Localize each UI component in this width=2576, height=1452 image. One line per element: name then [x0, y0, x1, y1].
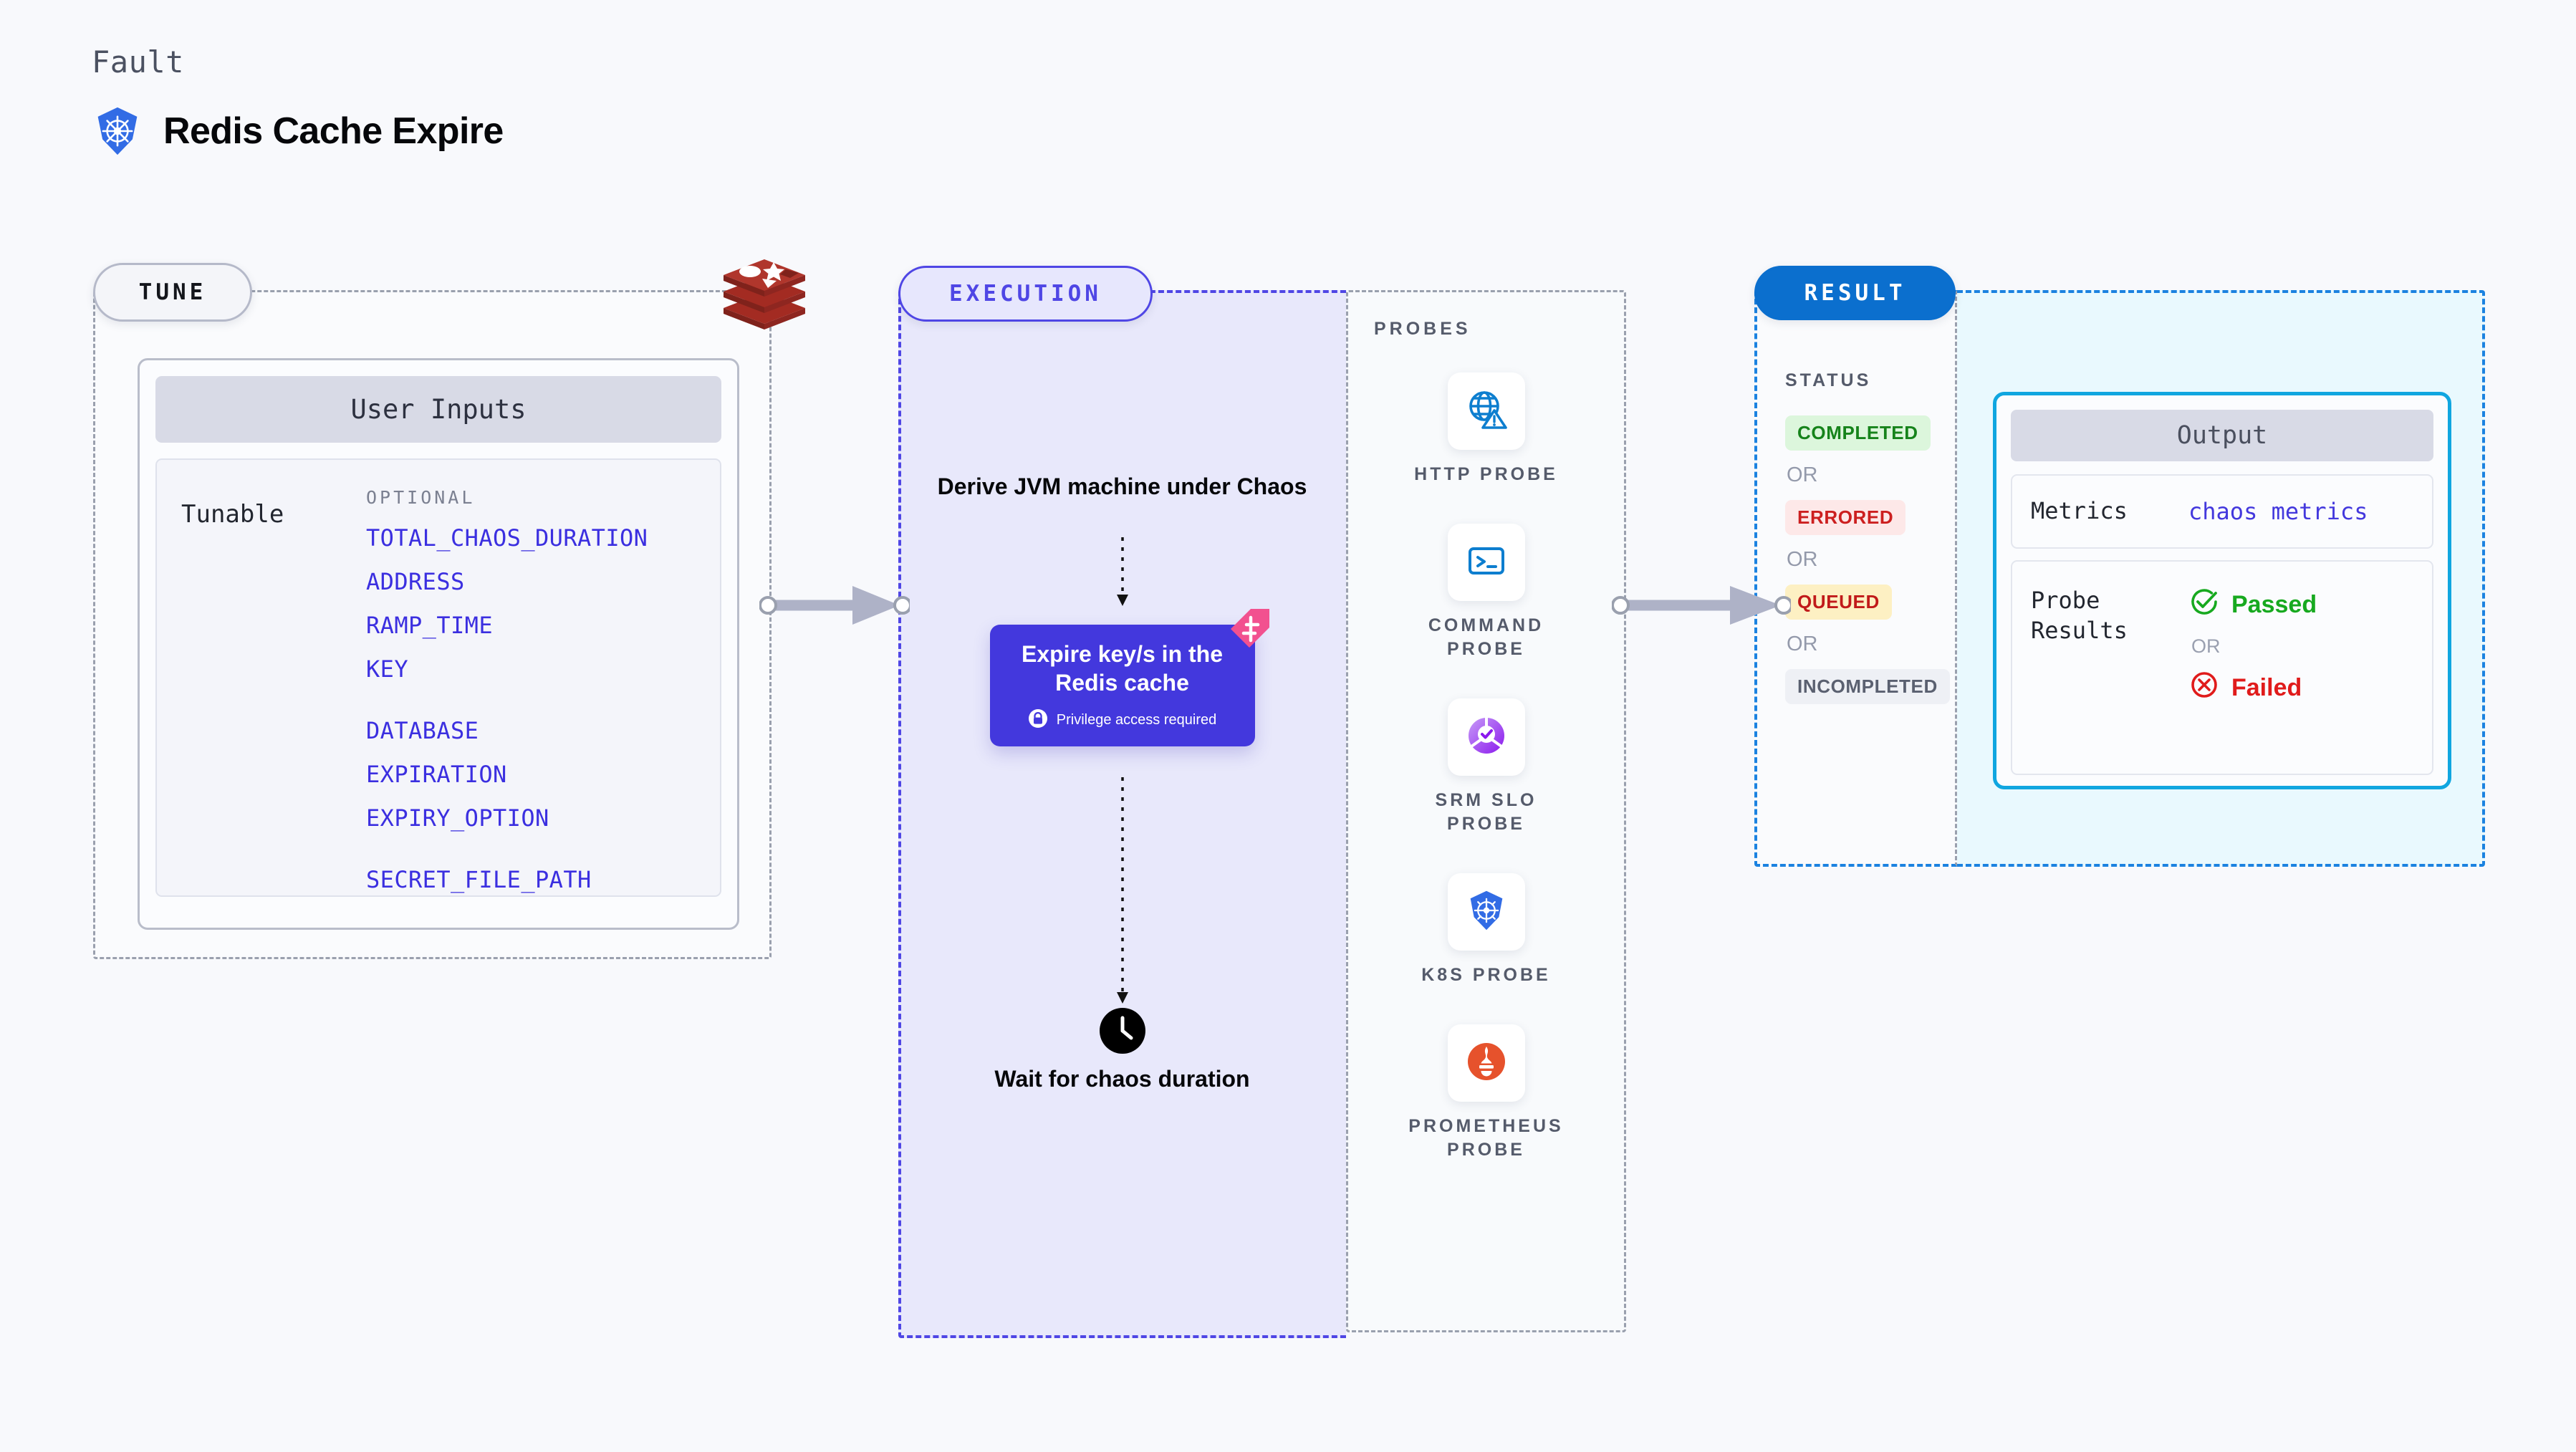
- verdict-failed: Failed: [2188, 669, 2317, 707]
- status-heading: STATUS: [1785, 370, 1872, 390]
- stage-pill-execution[interactable]: EXECUTION: [898, 266, 1153, 322]
- verdict-failed-label: Failed: [2231, 674, 2302, 701]
- output-card: Output Metrics chaos metrics Probe Resul…: [1993, 392, 2451, 789]
- step-wait-label: Wait for chaos duration: [994, 1066, 1250, 1092]
- tunable-param[interactable]: SECRET_FILE_PATH: [366, 866, 592, 893]
- check-circle-icon: [2188, 586, 2220, 624]
- stage-pill-tune[interactable]: TUNE: [93, 263, 252, 322]
- chaos-ribbon-icon: [1226, 607, 1271, 652]
- probes-panel: [1346, 290, 1626, 1332]
- kubernetes-icon: [1464, 888, 1509, 936]
- probe-results-key: Probe Results: [2031, 587, 2128, 644]
- status-badge: ERRORED: [1785, 500, 1906, 535]
- tunable-param[interactable]: KEY: [366, 655, 408, 683]
- probe-label: COMMAND PROBE: [1428, 615, 1544, 659]
- tunable-param[interactable]: DATABASE: [366, 717, 479, 744]
- execution-panel: [898, 290, 1346, 1338]
- probe-label: SRM SLO PROBE: [1435, 790, 1537, 834]
- kubernetes-icon: [92, 105, 143, 157]
- probe-label: HTTP PROBE: [1414, 464, 1558, 484]
- status-badge: INCOMPLETED: [1785, 669, 1950, 704]
- clock-icon: [1098, 1006, 1147, 1055]
- status-list: COMPLETED OR ERRORED OR QUEUED OR INCOMP…: [1785, 415, 1950, 704]
- action-card-expire-keys[interactable]: Expire key/s in the Redis cache Privileg…: [989, 609, 1269, 747]
- probe-tile: [1447, 524, 1525, 601]
- probe-label: K8S PROBE: [1421, 965, 1551, 985]
- or-separator: OR: [2191, 635, 2221, 657]
- user-inputs-title: User Inputs: [155, 376, 721, 443]
- probe-tile: [1447, 873, 1525, 951]
- probe-item-k8s[interactable]: K8S PROBE: [1393, 873, 1580, 987]
- metrics-row: Metrics chaos metrics: [2011, 474, 2433, 549]
- flow-arrow-down: [1114, 777, 1131, 1010]
- optional-header: OPTIONAL: [366, 487, 476, 508]
- stage-pill-result[interactable]: RESULT: [1754, 266, 1956, 320]
- or-separator: OR: [1787, 548, 1818, 571]
- connector-execution-to-result: [1611, 573, 1793, 638]
- tunable-param[interactable]: ADDRESS: [366, 568, 465, 595]
- or-separator: OR: [1787, 463, 1818, 486]
- verdict-passed-label: Passed: [2231, 591, 2317, 618]
- probes-list: HTTP PROBE COMMAND PROBE: [1346, 372, 1626, 1162]
- globe-warning-icon: [1464, 388, 1509, 436]
- page-header: Fault: [92, 44, 504, 157]
- tunable-param[interactable]: EXPIRY_OPTION: [366, 804, 549, 832]
- probe-item-prometheus[interactable]: PROMETHEUS PROBE: [1393, 1024, 1580, 1162]
- lock-icon: [1028, 708, 1048, 732]
- x-circle-icon: [2188, 669, 2220, 707]
- or-separator: OR: [1787, 633, 1818, 655]
- page-title: Redis Cache Expire: [163, 110, 504, 152]
- flow-arrow-down: [1114, 537, 1131, 612]
- probe-tile: [1447, 1024, 1525, 1102]
- probe-item-http[interactable]: HTTP PROBE: [1393, 372, 1580, 486]
- verdict-passed: Passed: [2188, 586, 2317, 624]
- probe-tile: [1447, 698, 1525, 776]
- step-derive-label: Derive JVM machine under Chaos: [937, 473, 1307, 499]
- terminal-icon: [1464, 539, 1509, 587]
- tunable-params-column: OPTIONAL TOTAL_CHAOS_DURATION ADDRESS RA…: [366, 487, 648, 893]
- privilege-note-row: Privilege access required: [1003, 708, 1242, 732]
- status-badge: QUEUED: [1785, 585, 1892, 620]
- page-title-row: Redis Cache Expire: [92, 105, 504, 157]
- status-badge: COMPLETED: [1785, 415, 1931, 451]
- tunable-section: Tunable OPTIONAL TOTAL_CHAOS_DURATION AD…: [155, 458, 721, 897]
- tunable-param[interactable]: RAMP_TIME: [366, 612, 493, 639]
- tunable-param[interactable]: EXPIRATION: [366, 761, 507, 788]
- probe-item-command[interactable]: COMMAND PROBE: [1393, 524, 1580, 661]
- fault-eyebrow-label: Fault: [92, 44, 184, 80]
- connector-tune-to-execution: [759, 573, 912, 638]
- metrics-value[interactable]: chaos metrics: [2188, 498, 2368, 525]
- slo-donut-check-icon: [1464, 713, 1509, 761]
- probe-results-row: Probe Results Passed OR: [2011, 560, 2433, 775]
- privilege-note-text: Privilege access required: [1056, 712, 1217, 729]
- redis-icon: [718, 252, 811, 338]
- user-inputs-card: User Inputs Tunable OPTIONAL TOTAL_CHAOS…: [138, 358, 739, 930]
- probe-verdicts: Passed OR Failed: [2188, 586, 2317, 774]
- result-status-panel: [1754, 290, 1957, 867]
- tunable-label: Tunable: [181, 500, 284, 529]
- probe-item-srm-slo[interactable]: SRM SLO PROBE: [1393, 698, 1580, 836]
- metrics-key: Metrics: [2031, 497, 2128, 525]
- output-title: Output: [2011, 410, 2433, 461]
- action-card-title: Expire key/s in the Redis cache: [1021, 641, 1223, 696]
- execution-flow: Derive JVM machine under Chaos Expire ke…: [898, 290, 1346, 1338]
- tunable-param[interactable]: TOTAL_CHAOS_DURATION: [366, 524, 648, 552]
- probe-tile: [1447, 372, 1525, 450]
- probes-heading: PROBES: [1374, 319, 1471, 339]
- probe-label: PROMETHEUS PROBE: [1408, 1116, 1564, 1160]
- prometheus-icon: [1464, 1039, 1509, 1087]
